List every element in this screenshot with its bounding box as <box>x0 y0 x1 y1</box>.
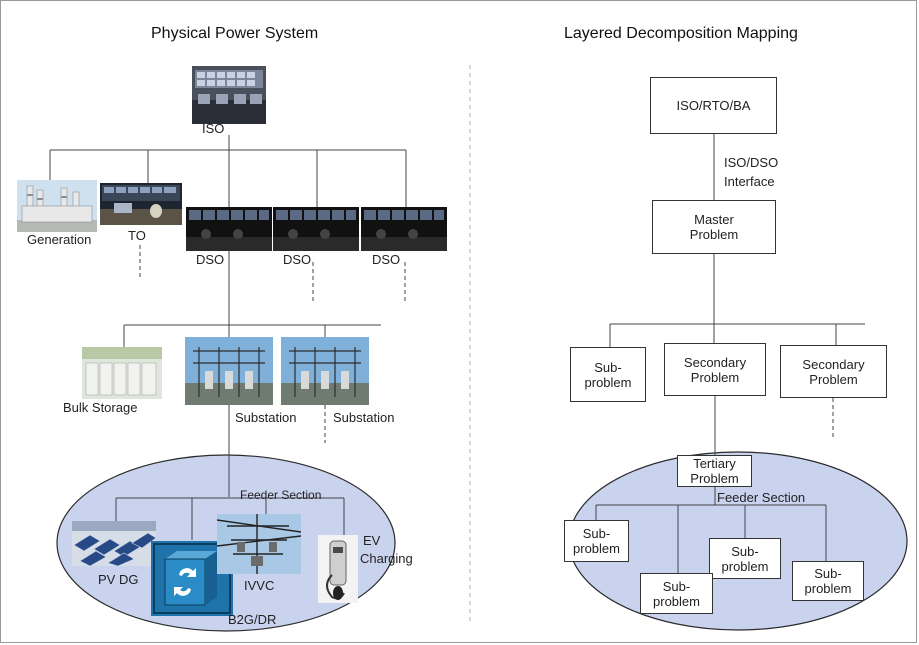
dso-control-room-image-3 <box>361 207 447 251</box>
ivvc-label: IVVC <box>244 578 275 593</box>
pv-dg-label: PV DG <box>98 572 139 587</box>
fsub-2-line-1: Sub- <box>731 543 759 559</box>
pv-panels-image <box>72 521 156 566</box>
secondary-b-line-2: Problem <box>809 371 858 387</box>
fsub-4-line-2: problem <box>804 581 852 596</box>
master-problem-box: Master Problem <box>652 200 776 254</box>
left-dashed-lines <box>139 245 406 443</box>
tertiary-line-1: Tertiary <box>693 456 736 471</box>
feeder-subproblem-box-3: Sub- problem <box>640 573 713 614</box>
fsub-1-line-1: Sub- <box>582 526 611 541</box>
dso-label-1: DSO <box>196 252 225 267</box>
fsub-2-line-2: problem <box>721 558 769 574</box>
dso-control-room-image-2 <box>273 207 359 251</box>
feeder-subproblem-box-4: Sub- problem <box>792 561 864 601</box>
secondary-a-line-1: Secondary <box>683 354 747 370</box>
sub-a-line-1: Sub- <box>594 359 622 375</box>
iso-control-room-image <box>192 66 266 124</box>
dso-control-room-image-1 <box>186 207 272 251</box>
dso-label-2: DSO <box>283 252 312 267</box>
secondary-a-line-2: Problem <box>690 369 740 385</box>
fsub-1-line-2: problem <box>573 541 620 556</box>
feeder-subproblem-box-1: Sub- problem <box>564 520 629 562</box>
master-line-1: Master <box>694 212 734 227</box>
b2g-dr-label: B2G/DR <box>228 612 277 627</box>
substation-label-2: Substation <box>333 410 395 425</box>
secondary-b-line-1: Secondary <box>802 356 865 372</box>
substation-image-2 <box>281 337 369 405</box>
substation-image-1 <box>185 337 273 405</box>
generation-plant-image <box>17 180 97 232</box>
fsub-3-line-2: problem <box>653 593 700 609</box>
bulk-storage-label: Bulk Storage <box>63 400 138 415</box>
generation-label: Generation <box>27 232 92 247</box>
left-feeder-section-label: Feeder Section <box>240 488 322 502</box>
b2g-building-image <box>151 541 233 616</box>
iso-rto-ba-text: ISO/RTO/BA <box>676 98 751 113</box>
right-feeder-section-label: Feeder Section <box>717 490 806 505</box>
interface-line-1: ISO/DSO <box>724 155 779 170</box>
to-label: TO <box>128 228 146 243</box>
left-title: Physical Power System <box>151 25 319 42</box>
charging-label: Charging <box>360 551 413 566</box>
sub-a-line-2: problem <box>584 374 632 390</box>
interface-line-2: Interface <box>724 174 775 189</box>
iso-label: ISO <box>202 121 225 136</box>
secondary-problem-box-a: Secondary Problem <box>664 343 766 396</box>
ev-charger-image <box>318 535 358 603</box>
substation-label-1: Substation <box>235 410 297 425</box>
tertiary-line-2: Problem <box>690 471 739 486</box>
subproblem-box-a: Sub- problem <box>570 347 646 402</box>
right-connector-lines <box>595 134 865 573</box>
secondary-problem-box-b: Secondary Problem <box>780 345 887 398</box>
feeder-subproblem-box-2: Sub- problem <box>709 538 781 579</box>
iso-dso-interface-label: ISO/DSO Interface <box>724 153 778 191</box>
to-control-room-image <box>100 183 182 225</box>
fsub-3-line-1: Sub- <box>662 578 691 594</box>
ivvc-pole-image <box>217 514 301 574</box>
dso-label-3: DSO <box>372 252 401 267</box>
fsub-4-line-1: Sub- <box>814 566 842 581</box>
bulk-storage-image <box>82 347 162 399</box>
master-line-2: Problem <box>689 227 739 242</box>
right-title: Layered Decomposition Mapping <box>564 25 798 42</box>
iso-rto-ba-box: ISO/RTO/BA <box>650 77 777 134</box>
tertiary-problem-box: Tertiary Problem <box>677 455 752 487</box>
ev-label: EV <box>363 533 381 548</box>
